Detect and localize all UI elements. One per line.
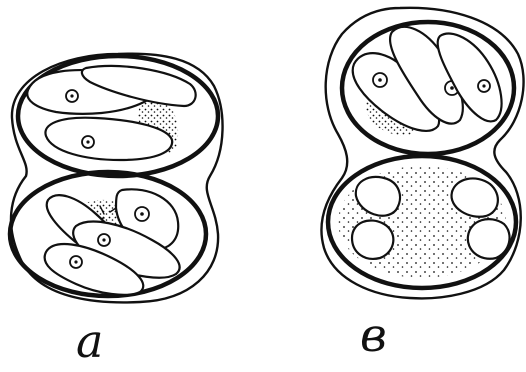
specimen-b (321, 8, 523, 299)
specimen-a (10, 54, 223, 303)
round-body-b-4 (468, 219, 510, 259)
round-body-b-3 (352, 220, 393, 258)
figure-label-a: a (76, 318, 103, 364)
figure-label-b: в (360, 312, 387, 358)
